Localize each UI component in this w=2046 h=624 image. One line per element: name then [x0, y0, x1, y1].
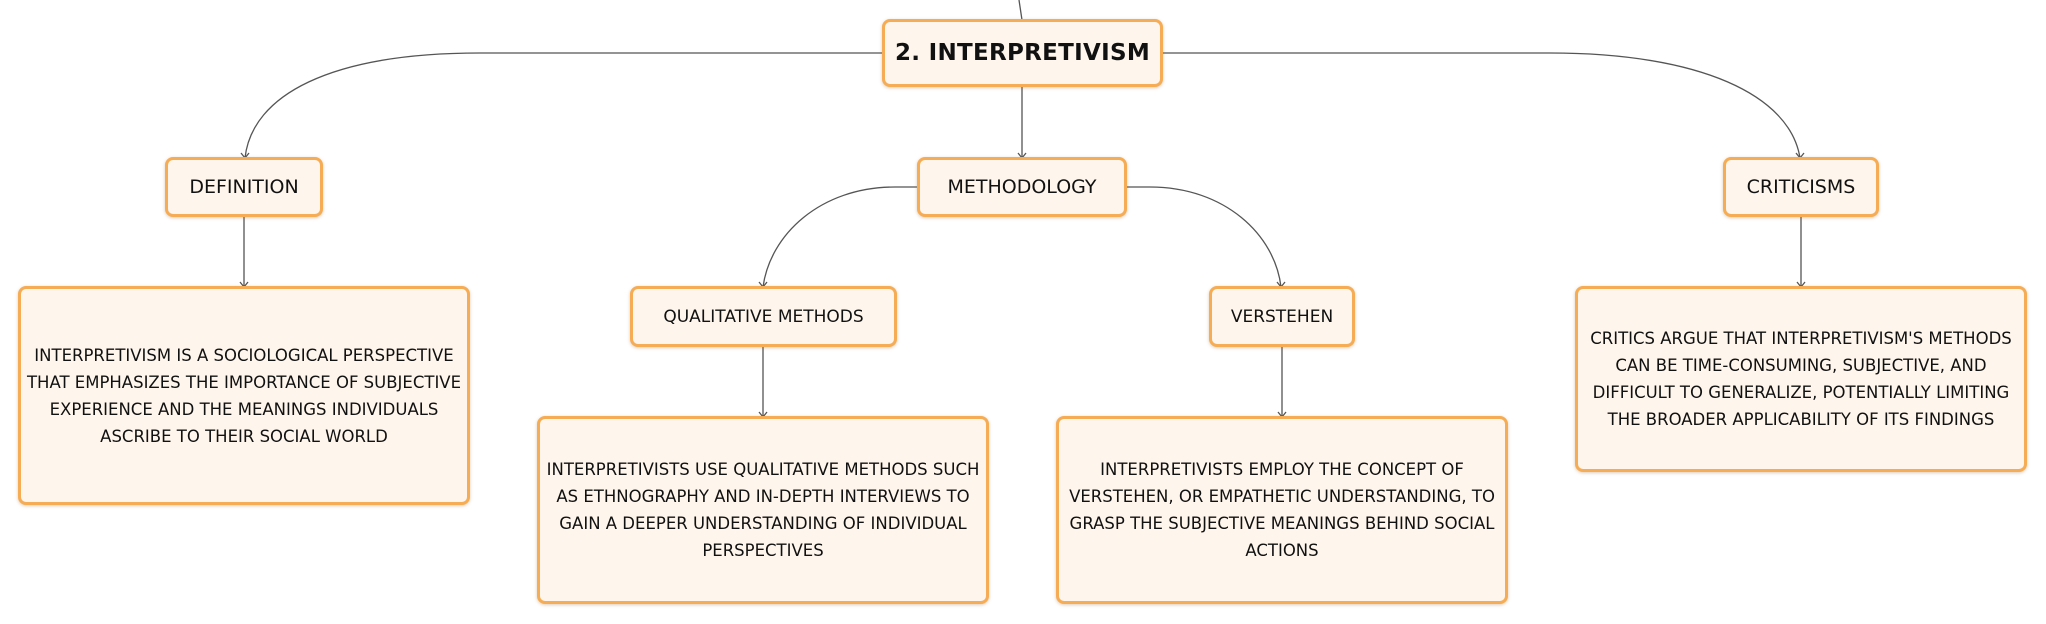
- qualitative-methods-node[interactable]: QUALITATIVE METHODS: [630, 286, 897, 347]
- connector-methodology-verstehen: [1126, 186, 1282, 288]
- qualitative-methods-description-node[interactable]: INTERPRETIVISTS USE QUALITATIVE METHODS …: [537, 416, 989, 604]
- definition-description-text: INTERPRETIVISM IS A SOCIOLOGICAL PERSPEC…: [26, 345, 462, 446]
- connector-root-parent: [1018, 0, 1023, 21]
- verstehen-description-node[interactable]: INTERPRETIVISTS EMPLOY THE CONCEPT OF VE…: [1056, 416, 1508, 604]
- verstehen-node[interactable]: VERSTEHEN: [1209, 286, 1355, 347]
- verstehen-description-text: INTERPRETIVISTS EMPLOY THE CONCEPT OF VE…: [1069, 460, 1495, 560]
- definition-node[interactable]: DEFINITION: [165, 157, 323, 217]
- criticisms-description-text: CRITICS ARGUE THAT INTERPRETIVISM'S METH…: [1590, 329, 2012, 429]
- criticisms-node-label: CRITICISMS: [1746, 176, 1856, 198]
- connector-methodology-qualitative: [762, 186, 918, 288]
- methodology-node[interactable]: METHODOLOGY: [917, 157, 1127, 217]
- criticisms-description-node[interactable]: CRITICS ARGUE THAT INTERPRETIVISM'S METH…: [1575, 286, 2027, 472]
- criticisms-node[interactable]: CRITICISMS: [1723, 157, 1879, 217]
- definition-node-label: DEFINITION: [189, 176, 299, 198]
- methodology-node-label: METHODOLOGY: [947, 176, 1097, 198]
- qualitative-methods-node-label: QUALITATIVE METHODS: [663, 306, 864, 327]
- connector-root-definition: [244, 52, 885, 159]
- verstehen-node-label: VERSTEHEN: [1230, 306, 1334, 327]
- root-node[interactable]: 2. INTERPRETIVISM: [882, 19, 1163, 87]
- root-node-label: 2. INTERPRETIVISM: [894, 40, 1151, 66]
- connector-root-criticisms: [1163, 52, 1801, 159]
- definition-description-node[interactable]: INTERPRETIVISM IS A SOCIOLOGICAL PERSPEC…: [18, 286, 470, 505]
- qualitative-methods-description-text: INTERPRETIVISTS USE QUALITATIVE METHODS …: [546, 460, 980, 560]
